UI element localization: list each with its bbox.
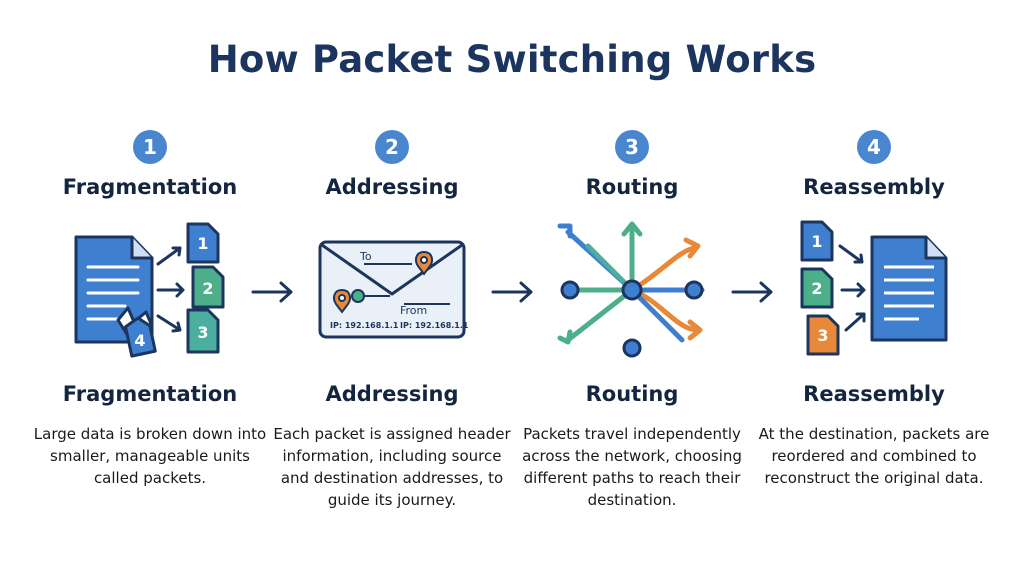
step-number-badge: 1 [133, 130, 167, 164]
packet-number: 1 [811, 232, 822, 251]
envelope-destination-ip: IP: 192.168.1.1 [400, 321, 469, 330]
step-title: Routing [585, 175, 679, 199]
step-description: At the destination, packets are reordere… [758, 425, 990, 487]
step-title: Reassembly [803, 175, 945, 199]
flow-arrow-icon [491, 281, 533, 303]
document-reassembly-icon: 1 2 3 [800, 220, 948, 356]
packet-number: 2 [202, 279, 213, 298]
packet-number: 3 [197, 323, 208, 342]
step-title: Fragmentation [62, 175, 238, 199]
step-heading: Fragmentation [62, 382, 238, 406]
step-description: Packets travel independently across the … [522, 425, 742, 509]
step-heading: Addressing [325, 382, 459, 406]
envelope-from-label: From [400, 304, 427, 317]
flow-arrow-icon [251, 281, 293, 303]
step-title: Addressing [325, 175, 459, 199]
step-reassembly-header: 4 Reassembly [754, 130, 994, 199]
step-description: Each packet is assigned header informati… [273, 425, 511, 509]
packet-number: 2 [811, 279, 822, 298]
step-number-badge: 3 [615, 130, 649, 164]
step-description: Large data is broken down into smaller, … [33, 425, 267, 487]
document-fragmenting-icon: 1 2 3 4 [74, 222, 225, 358]
packet-number: 1 [197, 234, 208, 253]
network-routing-icon [557, 221, 705, 358]
envelope-to-label: To [359, 250, 372, 263]
step-number-badge: 4 [857, 130, 891, 164]
step-heading: Reassembly [803, 382, 945, 406]
packet-number: 4 [134, 331, 145, 350]
step-addressing-header: 2 Addressing [272, 130, 512, 199]
step-number-badge: 2 [375, 130, 409, 164]
step-heading: Routing [585, 382, 679, 406]
envelope-source-ip: IP: 192.168.1.1 [330, 321, 399, 330]
flow-arrow-icon [731, 281, 773, 303]
packet-number: 3 [817, 326, 828, 345]
envelope-address-icon: To From IP: 192.168.1.1 IP: 192.168.1.1 [318, 240, 469, 339]
step-fragmentation-header: 1 Fragmentation [30, 130, 270, 199]
page-title: How Packet Switching Works [207, 38, 817, 81]
step-routing-header: 3 Routing [512, 130, 752, 199]
